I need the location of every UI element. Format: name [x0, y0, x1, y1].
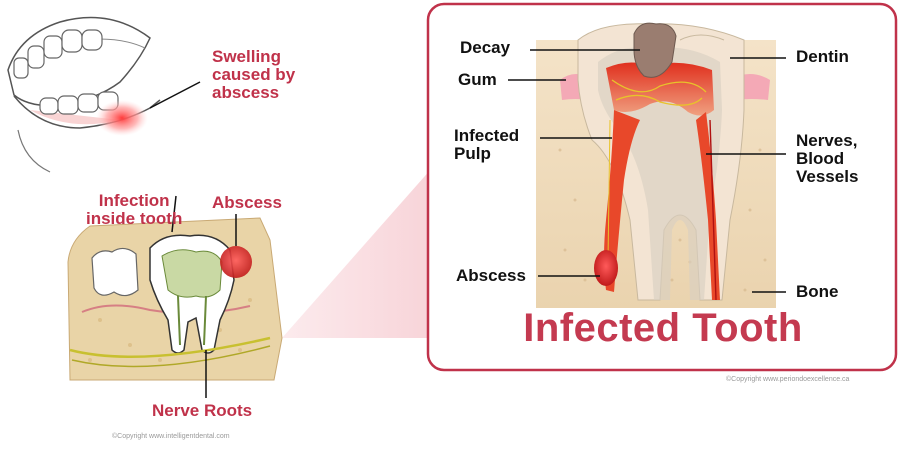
tooth-cross-section — [536, 23, 776, 310]
label-gum: Gum — [458, 71, 497, 89]
label-infected-pulp-line2: Pulp — [454, 145, 519, 163]
label-swelling-line3: abscess — [212, 84, 295, 102]
label-abscess-right: Abscess — [456, 267, 526, 285]
label-infection-line1: Infection — [86, 192, 182, 210]
label-nerves-line1: Nerves, — [796, 132, 858, 150]
label-dentin: Dentin — [796, 48, 849, 66]
label-nerve-roots: Nerve Roots — [152, 402, 252, 420]
copyright-left: ©Copyright www.intelligentdental.com — [112, 433, 230, 440]
label-decay: Decay — [460, 39, 510, 57]
label-bone: Bone — [796, 283, 839, 301]
copyright-right: ©Copyright www.periondoexcellence.ca — [726, 376, 849, 383]
label-nerves-line2: Blood — [796, 150, 858, 168]
label-swelling: Swelling caused by abscess — [212, 48, 295, 102]
label-infection-line2: inside tooth — [86, 210, 182, 228]
label-infected-pulp-line1: Infected — [454, 127, 519, 145]
label-abscess-left: Abscess — [212, 194, 282, 212]
label-swelling-line2: caused by — [212, 66, 295, 84]
zoom-connector — [282, 168, 432, 338]
label-nerves-blood-vessels: Nerves, Blood Vessels — [796, 132, 858, 186]
label-nerves-line3: Vessels — [796, 168, 858, 186]
label-infected-pulp: Infected Pulp — [454, 127, 519, 163]
panel-title: Infected Tooth — [438, 306, 888, 351]
jaw-illustration — [8, 18, 200, 172]
label-infection-inside-tooth: Infection inside tooth — [86, 192, 182, 228]
label-swelling-line1: Swelling — [212, 48, 295, 66]
